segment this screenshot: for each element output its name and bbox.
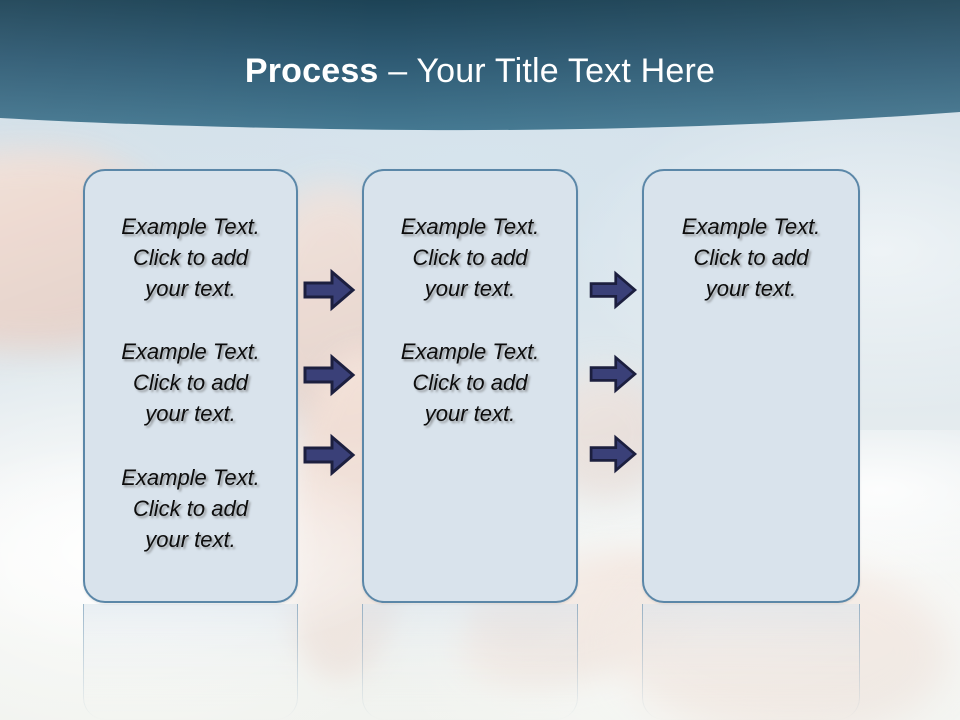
process-text-block[interactable]: Example Text. Click to add your text. <box>400 339 540 426</box>
right-arrow-icon <box>302 267 356 313</box>
reflection-column-3 <box>642 604 860 720</box>
process-text-block[interactable]: Example Text. Click to add your text. <box>121 465 260 552</box>
process-box-1[interactable]: Example Text. Click to add your text. Ex… <box>83 169 298 603</box>
reflection-column-2 <box>362 604 578 720</box>
header-wave-shape <box>0 0 960 131</box>
page-title-strong: Process <box>244 52 379 90</box>
page-title: Process – Your Title Text Here <box>0 50 960 92</box>
process-box-2[interactable]: Example Text. Click to add your text. Ex… <box>362 169 578 603</box>
right-arrow-icon <box>588 353 638 395</box>
header-band: Process – Your Title Text Here <box>0 0 960 140</box>
process-box-3[interactable]: Example Text. Click to add your text. <box>642 169 860 603</box>
right-arrow-icon <box>302 352 356 398</box>
right-arrow-icon <box>302 432 356 478</box>
right-arrow-icon <box>588 269 638 311</box>
process-text-block[interactable]: Example Text. Click to add your text. <box>681 214 821 301</box>
page-title-rest: – Your Title Text Here <box>378 52 716 90</box>
process-text-block[interactable]: Example Text. Click to add your text. <box>121 214 260 301</box>
right-arrow-icon <box>588 433 638 475</box>
process-text-block[interactable]: Example Text. Click to add your text. <box>121 339 260 426</box>
reflection-column-1 <box>83 604 298 720</box>
process-text-block[interactable]: Example Text. Click to add your text. <box>400 214 540 301</box>
